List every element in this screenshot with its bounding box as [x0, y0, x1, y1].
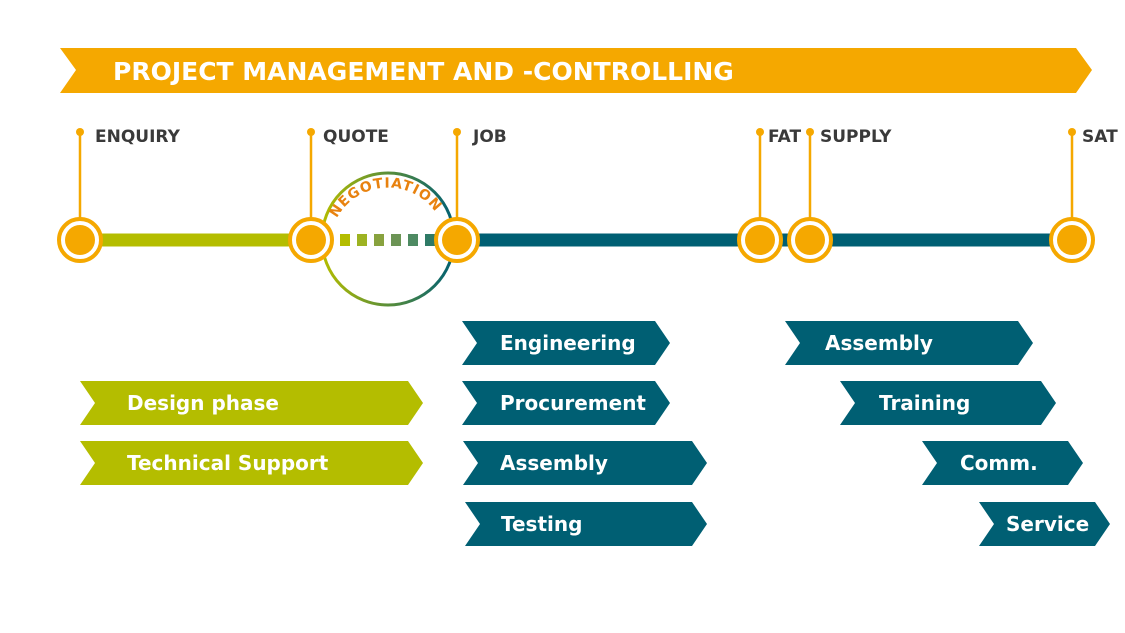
phase-arrow-shape	[462, 321, 670, 365]
milestone-pin	[453, 128, 461, 136]
phase-arrow-shape	[785, 321, 1033, 365]
phase-assembly-order: Assembly	[463, 441, 707, 485]
milestone-quote: QUOTE	[288, 127, 389, 263]
dash-segment	[391, 234, 401, 246]
milestone-fat: FAT	[737, 127, 801, 263]
phase-training: Training	[840, 381, 1056, 425]
phase-label: Technical Support	[127, 451, 329, 475]
phase-arrow-shape	[80, 381, 423, 425]
pre-order-phases: Design phase Technical Support	[80, 381, 423, 485]
phase-testing: Testing	[465, 502, 707, 546]
milestone-dot	[745, 225, 775, 255]
phase-assembly-delivery: Assembly	[785, 321, 1033, 365]
phase-engineering: Engineering	[462, 321, 670, 365]
order-phases: Engineering Procurement Assembly Testing	[462, 321, 707, 546]
banner-arrow-shape	[60, 48, 1092, 93]
phase-procurement: Procurement	[462, 381, 670, 425]
milestone-label-enquiry: ENQUIRY	[95, 127, 181, 147]
phase-commissioning: Comm.	[922, 441, 1083, 485]
phase-label: Procurement	[500, 391, 646, 415]
phase-arrow-shape	[840, 381, 1056, 425]
dash-segment	[374, 234, 384, 246]
milestone-sat: SAT	[1049, 127, 1118, 263]
milestone-supply: SUPPLY	[787, 127, 892, 263]
phase-arrow-shape	[465, 502, 707, 546]
dash-segment	[425, 234, 435, 246]
phase-label: Comm.	[960, 451, 1038, 475]
milestone-label-fat: FAT	[768, 127, 801, 147]
milestone-dot	[65, 225, 95, 255]
phase-arrow-shape	[979, 502, 1110, 546]
phase-label: Service	[1006, 512, 1089, 536]
milestone-pin	[307, 128, 315, 136]
milestone-label-sat: SAT	[1082, 127, 1118, 147]
milestone-label-supply: SUPPLY	[820, 127, 892, 147]
phase-arrow-shape	[462, 381, 670, 425]
title-banner: PROJECT MANAGEMENT AND -CONTROLLING	[60, 48, 1092, 93]
phase-label: Testing	[501, 512, 582, 536]
milestone-pin	[1068, 128, 1076, 136]
dash-segment	[340, 234, 350, 246]
phase-technical-support: Technical Support	[80, 441, 423, 485]
milestone-label-job: JOB	[472, 127, 507, 147]
negotiation-label-path: NEGOTIATION	[327, 175, 445, 220]
phase-label: Training	[879, 391, 970, 415]
milestone-pin	[76, 128, 84, 136]
phase-service: Service	[979, 502, 1110, 546]
dash-segment	[408, 234, 418, 246]
milestone-label-quote: QUOTE	[323, 127, 389, 147]
phase-label: Engineering	[500, 331, 636, 355]
phase-label: Assembly	[500, 451, 608, 475]
phase-label: Assembly	[825, 331, 933, 355]
milestone-job: JOB	[434, 127, 507, 263]
milestone-dot	[442, 225, 472, 255]
delivery-phases: Assembly Training Comm. Service	[785, 321, 1110, 546]
phase-arrow-shape	[80, 441, 423, 485]
milestone-pin	[806, 128, 814, 136]
phase-design: Design phase	[80, 381, 423, 425]
dash-segment	[357, 234, 367, 246]
phase-label: Design phase	[127, 391, 279, 415]
milestone-dot	[1057, 225, 1087, 255]
timeline-track	[80, 233, 1072, 247]
banner-title: PROJECT MANAGEMENT AND -CONTROLLING	[113, 57, 734, 86]
phase-arrow-shape	[922, 441, 1083, 485]
timeline-segment-negotiation	[340, 234, 435, 246]
milestone-dot	[795, 225, 825, 255]
milestone-dot	[296, 225, 326, 255]
milestone-pin	[756, 128, 764, 136]
milestone-enquiry: ENQUIRY	[57, 127, 181, 263]
phase-arrow-shape	[463, 441, 707, 485]
negotiation-label: NEGOTIATION	[327, 175, 446, 220]
